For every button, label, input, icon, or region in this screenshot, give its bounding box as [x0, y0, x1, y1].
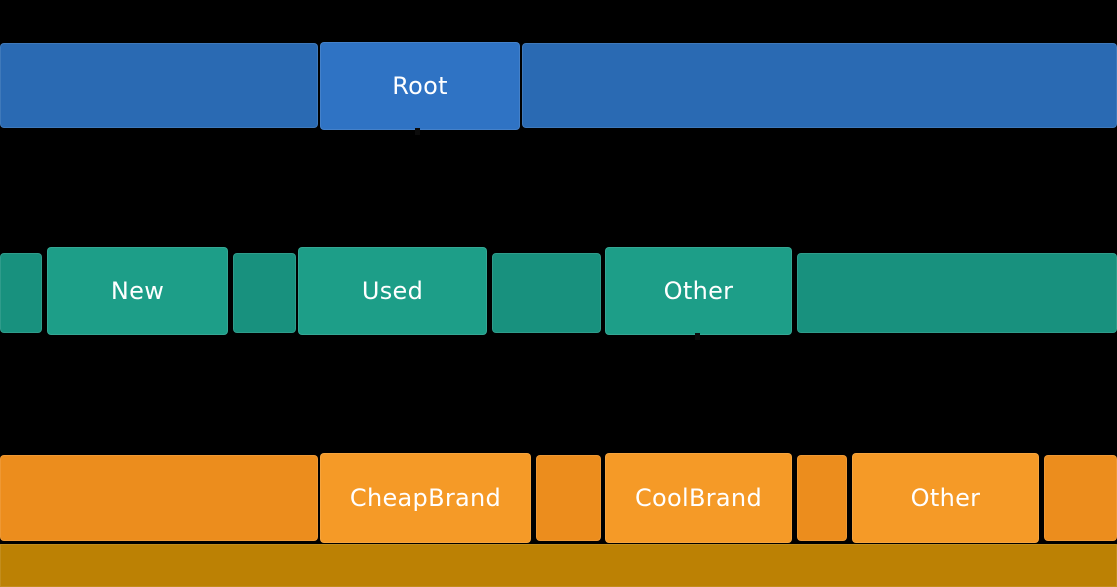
icicle-node-unlabeled-d3-0[interactable]	[0, 544, 1117, 587]
icicle-node-coolbrand-d2[interactable]: CoolBrand	[605, 453, 792, 543]
icicle-node-unlabeled-d0-2[interactable]	[522, 43, 1117, 128]
icicle-node-unlabeled-d1-2[interactable]	[233, 253, 296, 333]
icicle-node-label: Used	[361, 277, 424, 305]
icicle-node-root-d0[interactable]: Root	[320, 42, 520, 130]
icicle-node-unlabeled-d1-6[interactable]	[797, 253, 1117, 333]
icicle-node-label: Other	[910, 484, 981, 512]
icicle-node-unlabeled-d1-4[interactable]	[492, 253, 601, 333]
icicle-node-unlabeled-d0-0[interactable]	[0, 43, 318, 128]
icicle-node-label: CoolBrand	[635, 484, 762, 512]
connector-stub	[415, 128, 420, 135]
icicle-node-unlabeled-d2-2[interactable]	[536, 455, 601, 541]
icicle-node-unlabeled-d2-0[interactable]	[0, 455, 318, 541]
icicle-node-label: New	[110, 277, 165, 305]
icicle-node-other-d1[interactable]: Other	[605, 247, 792, 335]
icicle-node-unlabeled-d2-6[interactable]	[1044, 455, 1117, 541]
icicle-node-new-d1[interactable]: New	[47, 247, 228, 335]
icicle-node-label: CheapBrand	[349, 484, 502, 512]
icicle-node-unlabeled-d1-0[interactable]	[0, 253, 42, 333]
connector-stub	[695, 333, 700, 340]
icicle-node-unlabeled-d2-4[interactable]	[797, 455, 847, 541]
icicle-node-other-d2[interactable]: Other	[852, 453, 1039, 543]
icicle-node-used-d1[interactable]: Used	[298, 247, 487, 335]
icicle-node-label: Other	[663, 277, 734, 305]
icicle-node-label: Root	[392, 72, 448, 100]
icicle-node-cheapbrand-d2[interactable]: CheapBrand	[320, 453, 531, 543]
